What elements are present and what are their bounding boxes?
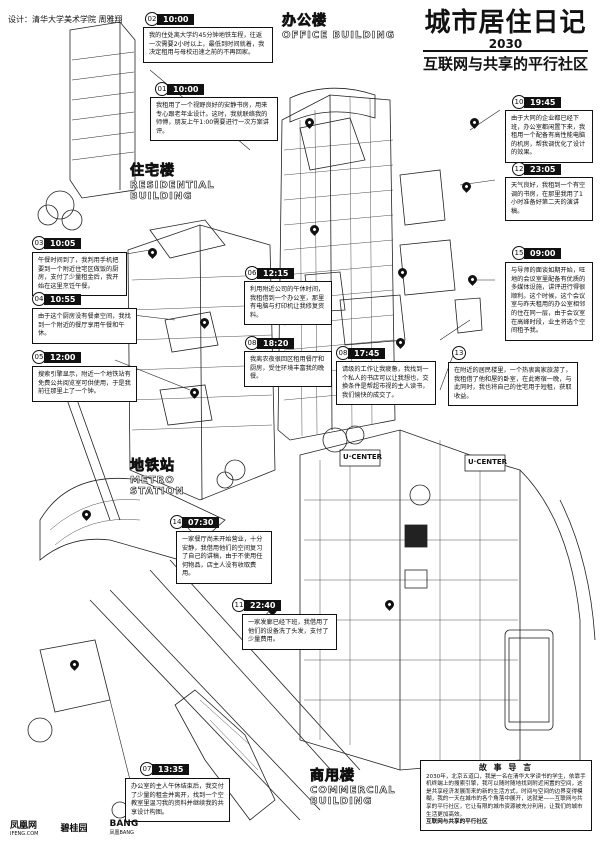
entry-tag: 12 23:05 [512, 162, 562, 176]
entry-tag: 08 17:45 [336, 346, 386, 360]
entry-time: 13:35 [152, 763, 190, 775]
entry-note: 在附近的居民楼里，一个热衷离家旅游了，我租借了他和屋的卧室，在此寄宿一晚，与此同… [448, 362, 578, 407]
entry-time: 12:15 [257, 267, 295, 279]
logo-ifeng: 凤凰网 IFENG.COM [10, 818, 38, 837]
entry-time: 19:45 [524, 96, 562, 108]
entry-tag: 07 13:35 [140, 762, 190, 776]
zone-label-office: 办公楼 OFFICE BUILDING [282, 10, 395, 42]
zone-title: 地铁站 [130, 458, 175, 475]
entry-tag: 02 10:00 [145, 12, 195, 26]
entry-time: 10:55 [44, 293, 82, 305]
zone-label-metro: 地铁站 METRO STATION [130, 455, 230, 498]
entry-number: 13 [452, 346, 466, 360]
entry-note: 由于大同的企业都已经下班，办公室都闲置下来，我租用一个配备有高性能电脑的机房，帮… [505, 110, 593, 163]
zone-title: 商用楼 [310, 768, 355, 785]
logo-name: BANG [109, 819, 139, 829]
entry-number: 07 [140, 762, 154, 776]
entry-time: 23:05 [524, 163, 562, 175]
entry-time: 10:00 [167, 83, 205, 95]
designer-credit: 设计：清华大学美术学院 周雅翔 [8, 15, 123, 24]
entry-note: 我离农夜很回区租用餐厅和厨房，受住环境丰富我的晚餐。 [244, 351, 332, 387]
entry-tag: 11 22:40 [232, 598, 282, 612]
story-guide: 故 事 导 言 2030年，北京五道口，我是一名在清华大学读书的学生，依靠手机终… [420, 760, 592, 831]
entry-note: 我租用了一个视野良好的安静书房，用来专心跟老年业设计。这时，我就联络我的师傅，朋… [150, 97, 278, 142]
logo-bang: BANG 凤凰BANG [109, 819, 138, 836]
zone-subtitle: OFFICE BUILDING [282, 30, 395, 42]
story-guide-text: 2030年，北京五道口，我是一名在清华大学读书的学生，依靠手机终端上的搜索引擎，… [426, 773, 586, 818]
entry-tag: 05 12:00 [32, 350, 82, 364]
story-guide-highlight: 互联网与共享的平行社区 [426, 819, 488, 826]
entry-time: 10:00 [157, 13, 195, 25]
entry-note: 请级的工作让我疲惫，我找到一个私人的书店可以让我想也，交换条件是帮超市视的主人读… [336, 361, 436, 406]
entry-tag: 06 12:15 [245, 266, 295, 280]
entry-time: 12:00 [44, 351, 82, 363]
entry-tag: 15 09:00 [512, 246, 562, 260]
zone-title: 办公楼 [282, 13, 327, 30]
entry-time: 10:05 [44, 237, 82, 249]
entry-note: 搜索引擎显示，附近一个地铁站有免费公共阅览室可供使用，于是我前往那里上了一个钟。 [32, 366, 137, 402]
entry-time: 22:40 [244, 599, 282, 611]
entry-note: 一家发廊已经下班，我借用了他们的设备洗了头发，支付了少量费用。 [242, 614, 337, 650]
entry-tag: 04 10:55 [32, 292, 82, 306]
zone-label-residential: 住宅楼 RESIDENTIAL BUILDING [130, 160, 240, 203]
entry-note: 我的住处离大学约45分钟地铁车程，往返一次需要2小时以上，最低到时间就着，我决定… [143, 27, 273, 63]
entry-note: 由于这个厨房没有餐桌空间，我找到一个附近的餐厅享用午餐和午休。 [32, 308, 137, 344]
story-guide-title: 故 事 导 言 [478, 763, 534, 772]
entry-tag: 13 [452, 346, 466, 360]
zone-label-commercial: 商用楼 COMMERCIAL BUILDING [310, 765, 410, 808]
logo-subtext: IFENG.COM [10, 831, 39, 837]
zone-subtitle: METRO STATION [130, 475, 185, 498]
entry-note: 办公室的主人午休结束后，我交付了少量的租金并离开，找到一个空教室里温习我的资料并… [125, 778, 230, 823]
logo-country-garden: 碧桂园 [60, 821, 87, 834]
entry-note: 天气良好，我租到一个有空调的书房，在那里我用了1小时准备好第二天的演讲稿。 [505, 177, 593, 222]
entry-note: 午餐时间到了，我判用手机把要到一个附近住宅区做饭的厨房，支付了少量租金后，我开始… [32, 252, 127, 297]
logo-name: 凤凰网 [10, 821, 38, 831]
entry-tag: 10 19:45 [512, 95, 562, 109]
entry-time: 09:00 [524, 247, 562, 259]
entry-tag: 08 18:20 [245, 336, 295, 350]
entry-note: 与导师的面谈如期开始，旺地的会议室里配备有优质的多媒体设施，讲评进行得很顺利。这… [505, 262, 593, 341]
sponsor-logos: 凤凰网 IFENG.COM 碧桂园 BANG 凤凰BANG [10, 818, 138, 837]
zone-subtitle: COMMERCIAL BUILDING [310, 785, 396, 808]
entry-note: 利用附近公司的午休时间，我租借到一个办公室，那里有电脑与打印机让我修复资料。 [244, 281, 332, 326]
zone-subtitle: RESIDENTIAL BUILDING [130, 180, 215, 203]
title-year: 2030 [488, 37, 523, 51]
title-block: 城市居住日记 2030 互联网与共享的平行社区 [422, 8, 588, 74]
zone-title: 住宅楼 [130, 163, 175, 180]
entry-time: 18:20 [257, 337, 295, 349]
entry-tag: 01 10:00 [155, 82, 205, 96]
logo-subtext: 凤凰BANG [109, 830, 134, 836]
storefront-sign: U·CENTER [343, 453, 383, 461]
entry-tag: 14 07:30 [170, 515, 220, 529]
entry-number: 05 [32, 350, 46, 364]
page-subtitle: 互联网与共享的平行社区 [422, 50, 588, 74]
page-title: 城市居住日记 [424, 8, 587, 38]
entry-tag: 03 10:05 [32, 236, 82, 250]
storefront-sign: U·CENTER [468, 458, 508, 466]
logo-name: 碧桂园 [60, 824, 88, 834]
entry-note: 一家餐厅尚未开始营业，十分安静，我借用他们的空间复习了自己的讲稿，由于不使用任何… [176, 531, 272, 584]
entry-time: 17:45 [348, 347, 386, 359]
entry-time: 07:30 [182, 516, 220, 528]
